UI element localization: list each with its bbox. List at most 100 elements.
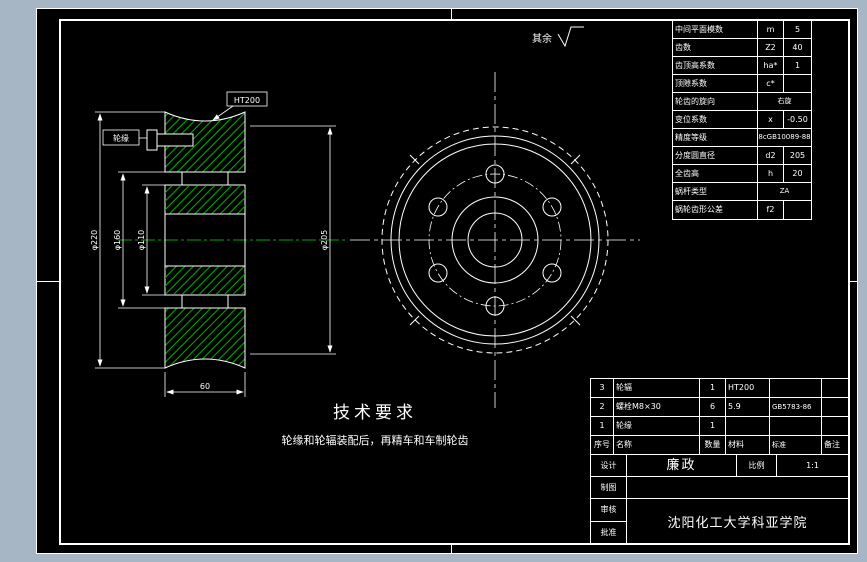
part-material: 5.9 xyxy=(725,398,769,416)
centering-mark-left xyxy=(36,281,59,282)
centering-mark-top xyxy=(451,8,452,19)
param-row: 蜗轮齿形公差 f2 xyxy=(673,201,811,219)
surface-note-text: 其余 xyxy=(532,32,552,45)
param-value: 1 xyxy=(783,57,811,74)
param-label: 蜗轮齿形公差 xyxy=(675,205,723,214)
check-label: 审核 xyxy=(591,499,626,522)
part-qty: 1 xyxy=(699,417,725,435)
parts-row: 1 轮缘 1 xyxy=(591,417,848,436)
rim-callout-label: 轮缘 xyxy=(113,133,129,143)
drawing-border xyxy=(59,19,850,545)
param-label: 齿顶高系数 xyxy=(675,61,715,70)
part-material: HT200 xyxy=(725,379,769,397)
school-name: 沈阳化工大学科亚学院 xyxy=(667,515,808,531)
parts-row: 2 螺栓M8×30 6 5.9 GB5783-86 xyxy=(591,398,848,417)
tip-circle xyxy=(381,126,609,354)
param-row: 齿顶高系数 ha*1 xyxy=(673,57,811,75)
part-no: 3 xyxy=(599,383,605,392)
param-symbol: m xyxy=(757,21,783,38)
centering-mark-right xyxy=(848,281,858,282)
param-row: 轮齿的旋向 右旋 xyxy=(673,93,811,111)
header-name: 名称 xyxy=(613,436,699,454)
param-row: 顶隙系数 c* xyxy=(673,75,811,93)
param-symbol: c* xyxy=(757,75,783,92)
centering-mark-bottom xyxy=(451,543,452,554)
part-no: 2 xyxy=(599,402,605,411)
roughness-icon xyxy=(557,26,584,48)
dim-hub: φ110 xyxy=(137,230,146,251)
approve-label: 批准 xyxy=(600,527,617,537)
draw-value xyxy=(627,477,848,498)
param-symbol: Z2 xyxy=(757,39,783,56)
param-row: 蜗杆类型 ZA xyxy=(673,183,811,201)
dimension-lines xyxy=(95,111,336,397)
parts-row: 3 轮辐 1 HT200 xyxy=(591,379,848,398)
param-symbol: d2 xyxy=(757,147,783,164)
param-value: ZA xyxy=(757,183,811,200)
part-qty: 6 xyxy=(699,398,725,416)
technical-requirements: 技术要求 轮缘和轮辐装配后，再精车和车制轮齿 xyxy=(250,398,500,448)
header-standard: 标准 xyxy=(769,436,821,454)
dim-pitch: φ205 xyxy=(320,230,329,251)
dim-outer: φ220 xyxy=(90,230,99,251)
dimension-texts: φ220 φ160 φ110 φ205 60 xyxy=(90,230,329,391)
material-callout-label: HT200 xyxy=(234,96,260,105)
part-standard xyxy=(769,379,821,397)
part-note xyxy=(821,379,848,397)
part-note xyxy=(821,398,848,416)
draw-label: 制图 xyxy=(591,477,627,498)
param-label: 齿数 xyxy=(675,43,691,52)
param-label: 变位系数 xyxy=(675,115,707,124)
title-block-bottom: 设计 廉政 比例 1:1 制图 审核 批准 沈阳化工大学科亚学院 xyxy=(591,455,848,543)
param-symbol: x xyxy=(757,111,783,128)
bolt-section xyxy=(146,129,194,151)
param-value: 20 xyxy=(783,165,811,182)
param-value: 40 xyxy=(783,39,811,56)
design-label: 设计 xyxy=(591,455,627,476)
param-label: 顶隙系数 xyxy=(675,79,707,88)
param-symbol: f2 xyxy=(757,201,783,219)
param-label: 轮齿的旋向 xyxy=(675,97,715,106)
part-standard: GB5783-86 xyxy=(769,398,821,416)
scale-value: 1:1 xyxy=(806,461,819,470)
param-value: 205 xyxy=(783,147,811,164)
gear-front-view xyxy=(350,72,640,408)
section-labels xyxy=(102,91,268,146)
dim-width: 60 xyxy=(200,382,210,391)
part-no: 1 xyxy=(599,421,605,430)
param-value xyxy=(783,201,811,219)
header-qty: 数量 xyxy=(699,436,725,454)
scale-label: 比例 xyxy=(737,455,777,476)
part-standard xyxy=(769,417,821,435)
param-value: 5 xyxy=(783,21,811,38)
param-label: 全齿高 xyxy=(675,169,699,178)
title-block: 3 轮辐 1 HT200 2 螺栓M8×30 6 5.9 GB5783-86 1… xyxy=(590,378,849,544)
param-label: 蜗杆类型 xyxy=(675,187,707,196)
param-value: -0.50 xyxy=(783,111,811,128)
param-value xyxy=(783,75,811,92)
parts-header-row: 序号 名称 数量 材料 标准 备注 xyxy=(591,436,848,455)
part-qty: 1 xyxy=(699,379,725,397)
gear-section-view xyxy=(118,111,348,369)
param-value: 右旋 xyxy=(757,93,811,110)
param-symbol: ha* xyxy=(757,57,783,74)
bolt-circle xyxy=(428,173,562,307)
role-labels: 审核 批准 xyxy=(591,499,627,543)
param-label: 中间平面模数 xyxy=(675,25,723,34)
part-name: 螺栓M8×30 xyxy=(613,398,699,416)
dim-rim: φ160 xyxy=(113,230,122,251)
tech-req-title: 技术要求 xyxy=(333,403,417,423)
part-name: 轮辐 xyxy=(613,379,699,397)
tech-req-line: 轮缘和轮辐装配后，再精车和车制轮齿 xyxy=(281,434,469,447)
part-material xyxy=(725,417,769,435)
header-note: 备注 xyxy=(821,436,848,454)
part-note xyxy=(821,417,848,435)
param-label: 精度等级 xyxy=(675,133,707,142)
